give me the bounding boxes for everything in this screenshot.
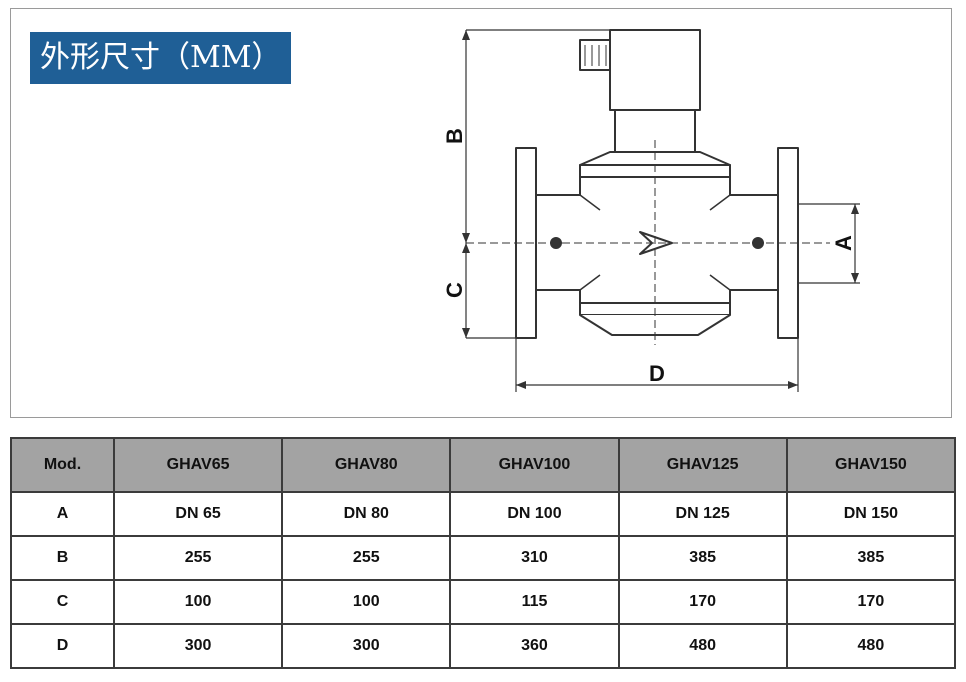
table-cell: 170 bbox=[785, 579, 957, 625]
valve-dimension-diagram: B C A D bbox=[442, 29, 860, 392]
table-header-cell: GHAV100 bbox=[449, 437, 620, 493]
dimension-label-a: A bbox=[831, 235, 856, 251]
row-label: C bbox=[10, 579, 115, 625]
table-cell: 255 bbox=[281, 535, 452, 581]
row-label: B bbox=[10, 535, 115, 581]
table-cell: 300 bbox=[281, 623, 452, 669]
page-title: 外形尺寸（MM） bbox=[30, 32, 292, 84]
table-cell: 480 bbox=[785, 623, 957, 669]
valve-neck bbox=[614, 110, 696, 152]
table-cell: DN 125 bbox=[617, 491, 788, 537]
table-header-cell: GHAV80 bbox=[281, 437, 452, 493]
row-label: A bbox=[10, 491, 115, 537]
table-row: D 300 300 360 480 480 bbox=[10, 623, 957, 669]
table-cell: DN 100 bbox=[449, 491, 620, 537]
table-cell: 480 bbox=[617, 623, 788, 669]
table-cell: 385 bbox=[617, 535, 788, 581]
dimension-label-c: C bbox=[442, 282, 467, 298]
table-cell: 300 bbox=[112, 623, 284, 669]
table-cell: DN 65 bbox=[112, 491, 284, 537]
table-header-row: Mod. GHAV65 GHAV80 GHAV100 GHAV125 GHAV1… bbox=[10, 437, 957, 493]
table-cell: 100 bbox=[281, 579, 452, 625]
table-cell: 360 bbox=[449, 623, 620, 669]
table-cell: DN 150 bbox=[785, 491, 957, 537]
dimension-table: Mod. GHAV65 GHAV80 GHAV100 GHAV125 GHAV1… bbox=[10, 437, 957, 669]
table-header-cell: Mod. bbox=[10, 437, 115, 493]
dimension-label-d: D bbox=[649, 361, 665, 386]
table-cell: DN 80 bbox=[281, 491, 452, 537]
table-cell: 385 bbox=[785, 535, 957, 581]
table-cell: 255 bbox=[112, 535, 284, 581]
table-row: B 255 255 310 385 385 bbox=[10, 535, 957, 581]
table-cell: 115 bbox=[449, 579, 620, 625]
table-cell: 310 bbox=[449, 535, 620, 581]
table-header-cell: GHAV150 bbox=[785, 437, 957, 493]
table-header-cell: GHAV65 bbox=[112, 437, 284, 493]
dimension-label-b: B bbox=[442, 128, 467, 144]
flow-arrow bbox=[639, 231, 673, 255]
table-row: C 100 100 115 170 170 bbox=[10, 579, 957, 625]
row-label: D bbox=[10, 623, 115, 669]
valve-actuator bbox=[609, 29, 701, 111]
table-cell: 170 bbox=[617, 579, 788, 625]
table-row: A DN 65 DN 80 DN 100 DN 125 DN 150 bbox=[10, 491, 957, 537]
table-cell: 100 bbox=[112, 579, 284, 625]
table-header-cell: GHAV125 bbox=[617, 437, 788, 493]
